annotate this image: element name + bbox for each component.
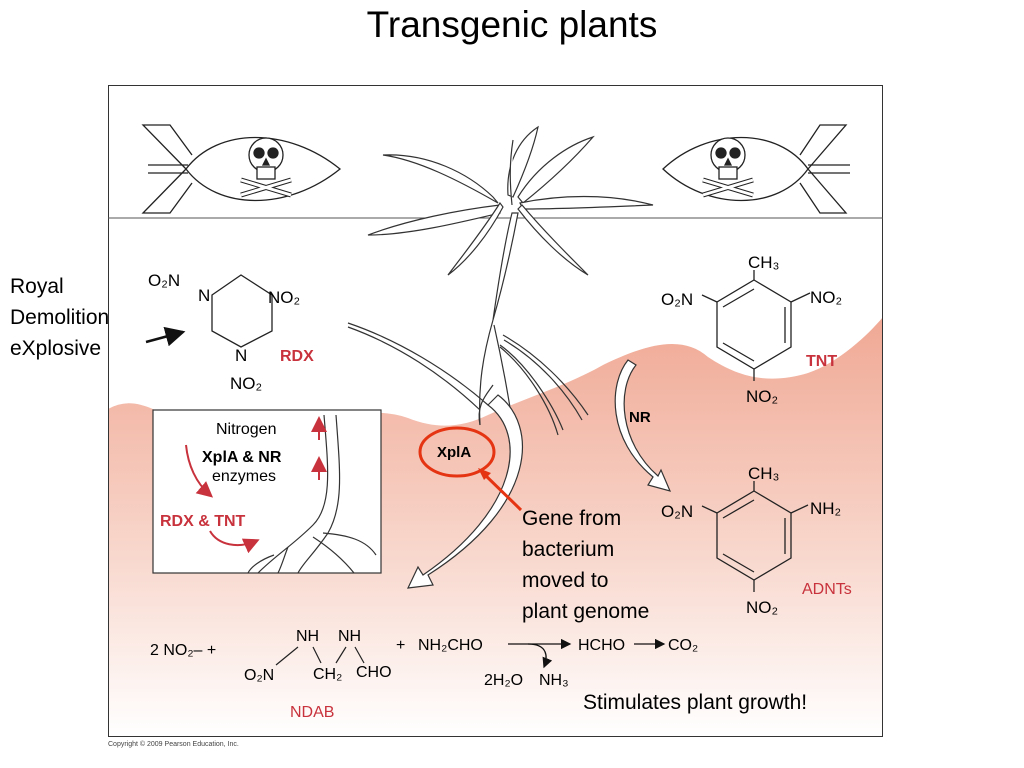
rdx-name: RDX xyxy=(280,348,314,365)
eq-nh-left: NH xyxy=(296,628,319,645)
eq-hcho: HCHO xyxy=(578,637,625,654)
royal-line-3: eXplosive xyxy=(10,337,102,360)
soil-region xyxy=(108,317,883,737)
rdx-structure xyxy=(211,274,273,348)
plant-illustration xyxy=(347,125,654,436)
figure-frame xyxy=(108,85,883,737)
royal-demolition-explosive-label: Royal Demolition eXplosive xyxy=(10,271,109,364)
bomb-right-icon xyxy=(662,124,850,214)
tnt-no2-bottom: NO₂ xyxy=(746,387,778,406)
eq-co2: CO₂ xyxy=(668,637,698,654)
gene-line-4: plant genome xyxy=(522,600,650,623)
eq-nh-right: NH xyxy=(338,628,361,645)
adnt-o2n: O₂N xyxy=(661,502,693,521)
nr-label: NR xyxy=(629,409,651,426)
tnt-structure xyxy=(701,270,811,381)
tnt-no2-right: NO₂ xyxy=(810,288,842,307)
adnt-no2-bottom: NO₂ xyxy=(746,598,778,617)
eq-water: 2H₂O xyxy=(484,672,523,689)
figure-diagram: O₂N N NO₂ N NO₂ RDX CH₃ O₂N NO₂ NO₂ TNT … xyxy=(108,85,883,737)
gene-line-2: bacterium xyxy=(522,538,615,561)
eq-plus: + xyxy=(396,637,405,654)
rdx-no2-right: NO₂ xyxy=(268,288,300,307)
adnt-structure xyxy=(701,481,809,592)
gene-transfer-label: Gene from bacterium moved to plant genom… xyxy=(522,503,649,627)
eq-nh3: NH₃ xyxy=(539,672,569,689)
eq-backbone-bonds xyxy=(275,646,365,666)
adnt-name: ADNTs xyxy=(802,581,852,598)
xpla-pathway-arrow xyxy=(406,394,523,589)
eq-ch2: CH₂ xyxy=(313,666,342,683)
tnt-ch3: CH₃ xyxy=(748,253,779,272)
royal-pointer-arrow xyxy=(145,326,186,347)
adnt-nh2: NH₂ xyxy=(810,499,841,518)
gene-line-3: moved to xyxy=(522,569,609,592)
enzyme-inset xyxy=(152,409,382,574)
rdx-no2-bottom: NO₂ xyxy=(230,374,262,393)
eq-side-arrow xyxy=(527,643,553,669)
slide-title: Transgenic plants xyxy=(366,4,658,45)
bomb-left-icon xyxy=(141,124,342,214)
royal-line-2: Demolition xyxy=(10,306,110,329)
nr-pathway-arrow xyxy=(614,359,672,492)
eq-ndab: NDAB xyxy=(290,704,334,721)
adnt-ch3: CH₃ xyxy=(748,464,779,483)
eq-nh2cho: NH₂CHO xyxy=(418,637,483,654)
rdx-n-bottom: N xyxy=(235,346,247,365)
xpla-callout-ring xyxy=(418,426,496,478)
copyright-notice: Copyright © 2009 Pearson Education, Inc. xyxy=(108,741,239,748)
xpla-label: XplA xyxy=(437,444,471,461)
inset-substrates-label: RDX & TNT xyxy=(160,513,246,530)
inset-enzymes-bold: XplA & NR xyxy=(202,449,282,466)
eq-o2n: O₂N xyxy=(244,667,274,684)
royal-line-1: Royal xyxy=(10,275,64,298)
gene-callout-arrowhead xyxy=(478,468,491,480)
tnt-o2n: O₂N xyxy=(661,290,693,309)
eq-lhs: 2 NO₂– + xyxy=(150,642,216,659)
tnt-name: TNT xyxy=(806,353,837,370)
gene-line-1: Gene from xyxy=(522,507,622,530)
rdx-o2n: O₂N xyxy=(148,271,180,290)
inset-enzymes-label: enzymes xyxy=(212,468,276,485)
gene-callout-arrow xyxy=(481,471,523,512)
eq-cho: CHO xyxy=(356,664,392,681)
stimulates-growth-label: Stimulates plant growth! xyxy=(583,691,808,714)
rdx-n-left: N xyxy=(198,286,210,305)
inset-nitrogen-label: Nitrogen xyxy=(216,421,276,438)
